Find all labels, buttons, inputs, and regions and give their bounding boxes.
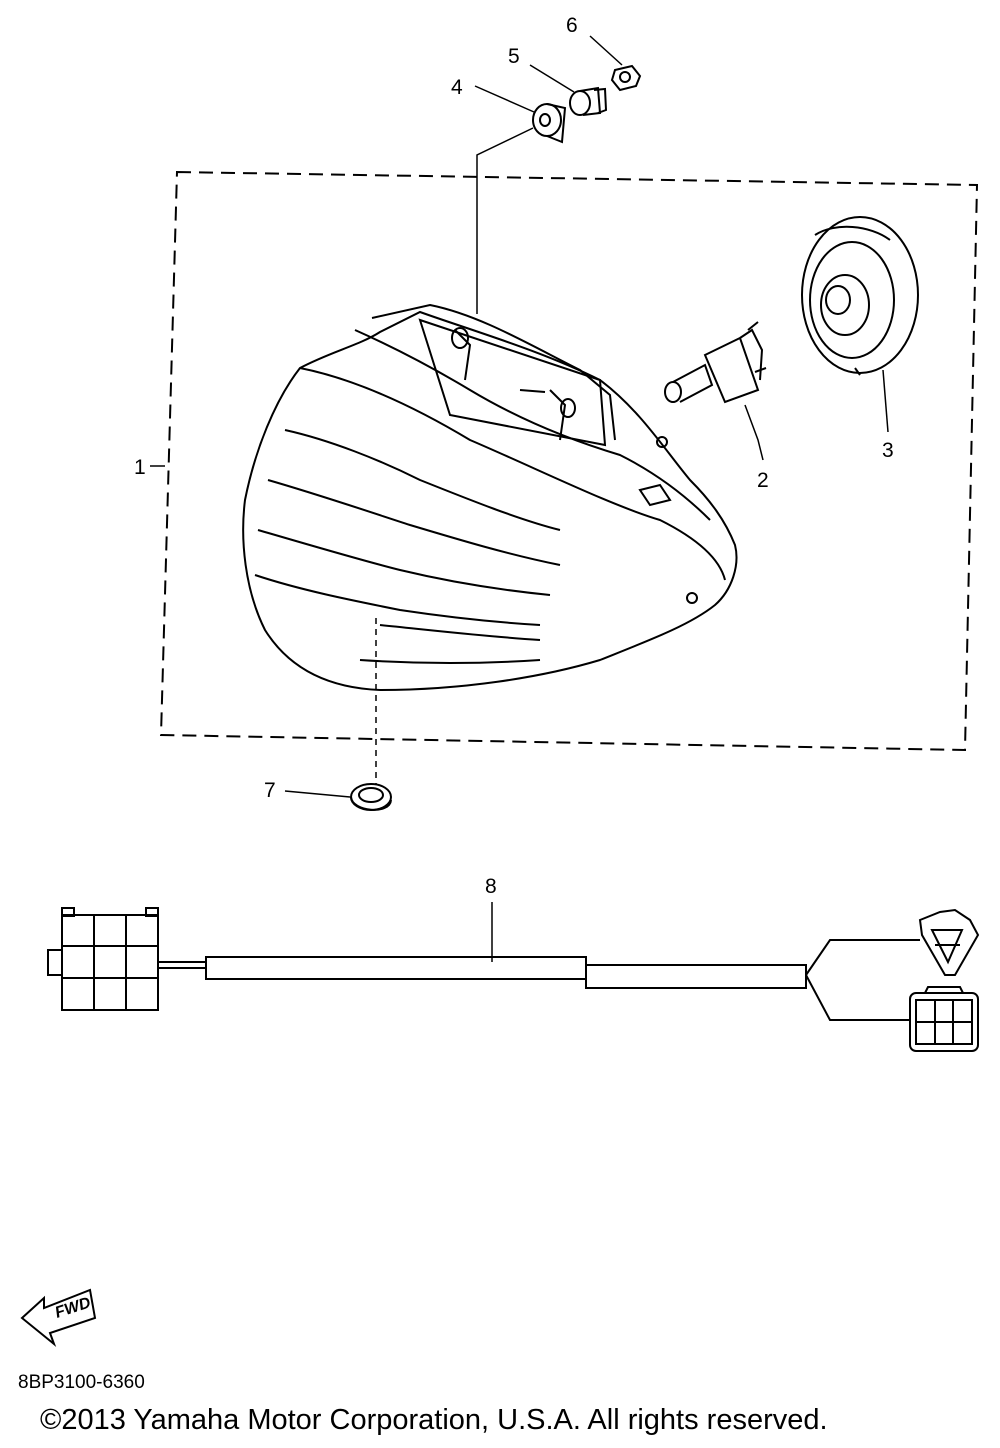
- callout-7: 7: [264, 779, 276, 802]
- callout-5: 5: [508, 45, 520, 68]
- callout-4: 4: [451, 76, 463, 99]
- callout-8: 8: [485, 875, 497, 898]
- bulb-cover-icon: [801, 216, 919, 376]
- copyright-notice: ©2013 Yamaha Motor Corporation, U.S.A. A…: [40, 1404, 828, 1436]
- fwd-label: FWD: [53, 1294, 93, 1322]
- callout-1: 1: [134, 456, 146, 479]
- callout-6: 6: [566, 14, 578, 37]
- grommet-icon: [532, 103, 567, 144]
- wire-harness-icon: [47, 907, 980, 1052]
- assembly-boundary: [159, 170, 979, 752]
- callout-2: 2: [757, 469, 769, 492]
- callout-3: 3: [882, 439, 894, 462]
- diagram-part-code: 8BP3100-6360: [18, 1372, 145, 1393]
- headlight-housing-icon: [242, 303, 738, 692]
- leader-lines: [150, 35, 889, 962]
- bulb-icon: [664, 321, 767, 404]
- lower-grommet-icon: [350, 783, 392, 811]
- forward-arrow-icon: FWD: [20, 1288, 97, 1348]
- nut-icon: [610, 64, 642, 92]
- collar-icon: [569, 86, 608, 116]
